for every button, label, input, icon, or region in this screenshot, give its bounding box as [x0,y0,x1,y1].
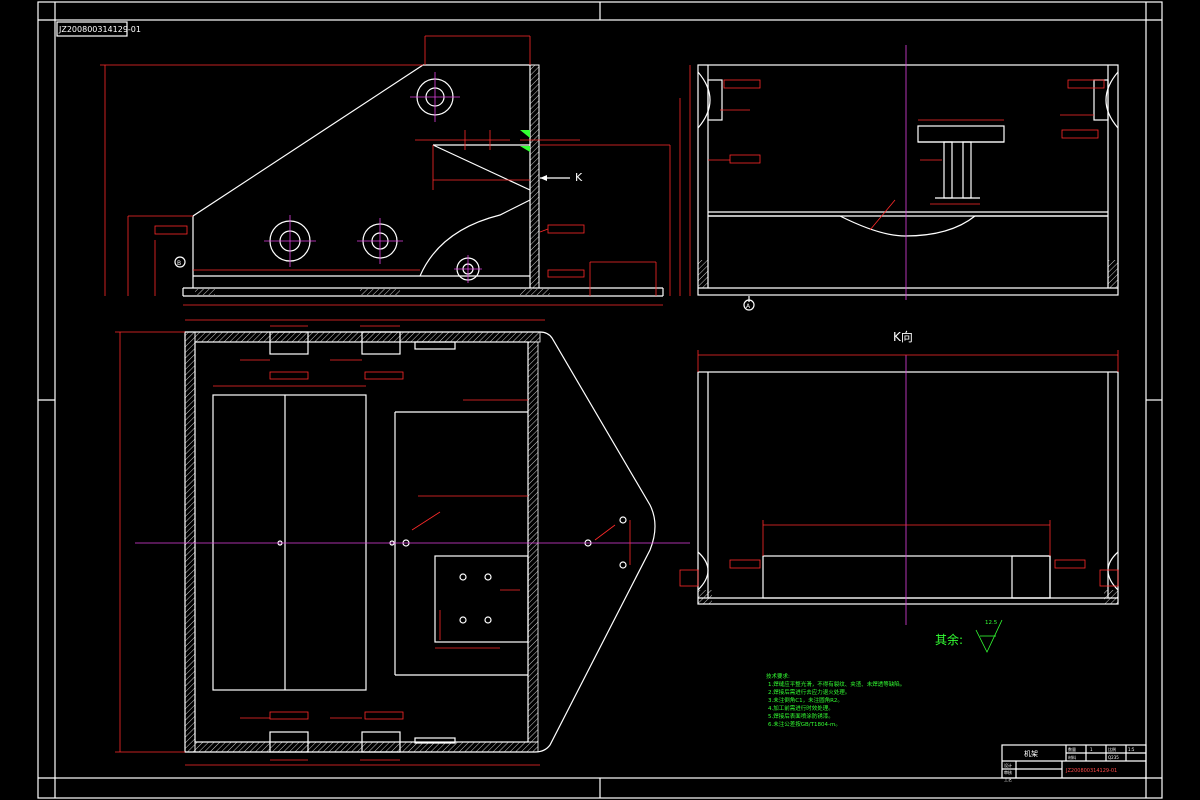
k-view-title: K向 [893,329,913,344]
title-block-row: 审核 [1004,769,1012,775]
tech-req-line: 2.焊接后需进行去应力退火处理。 [768,688,850,696]
surface-finish: 其余: 12.5 [935,619,1003,653]
datum-b-label: B [177,260,181,267]
title-block-cell: 数量 [1068,746,1076,752]
title-block-cell: 1:5 [1128,747,1135,752]
title-block-cell: 比例 [1108,746,1116,752]
tech-req-line: 4.加工前需进行时效处理。 [768,704,834,712]
title-block-cell: 材料 [1068,754,1076,760]
section-marker-k: K [575,171,583,184]
k-view: K向 [679,329,1119,625]
tech-requirements: 技术要求: 1.焊缝应平整光滑，不得有裂纹、夹渣、未焊透等缺陷。 2.焊接后需进… [766,672,905,728]
title-block-cell: 1 [1090,747,1093,752]
title-block-row: 设计 [1004,762,1012,768]
title-block-drawing-number: JZ200800314129-01 [1065,768,1117,774]
top-view [115,319,690,766]
title-block-row: 工艺 [1004,777,1012,782]
title-block: 机架 设计 审核 工艺 数量 1 比例 1:5 材料 Q235 JZ200800… [1001,744,1147,782]
sheet-border [37,1,1163,799]
surface-finish-label: 其余: [935,632,963,647]
tech-req-line: 3.未注倒角C1，未注圆角R2。 [768,696,843,704]
title-block-cell: Q235 [1108,755,1119,760]
side-view: A [679,45,1119,311]
datum-a-label: A [746,303,751,310]
drawing-number: JZ200800314129-01 [58,25,141,34]
surface-finish-value: 12.5 [985,620,998,626]
tech-req-line: 6.未注公差按GB/T1804-m。 [768,720,841,728]
tech-req-line: 5.焊接后表面喷涂防锈漆。 [768,712,834,720]
tech-req-line: 1.焊缝应平整光滑，不得有裂纹、夹渣、未焊透等缺陷。 [768,680,905,688]
drawing-number-box: JZ200800314129-01 [56,21,141,37]
front-view: K B [100,35,671,306]
tech-req-title: 技术要求: [766,672,790,680]
title-block-part-name: 机架 [1024,749,1038,758]
